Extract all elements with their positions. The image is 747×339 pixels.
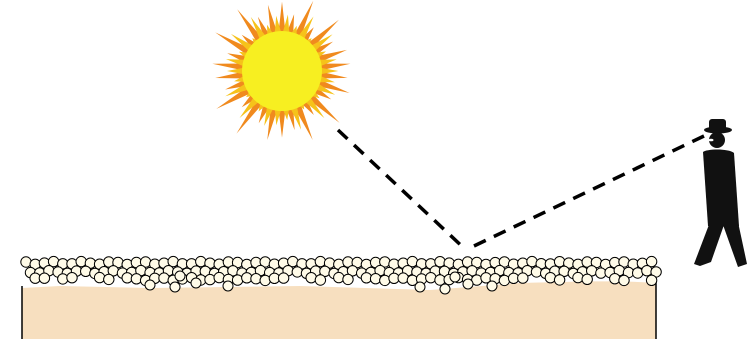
hat-crown — [709, 119, 726, 131]
reflected-ray — [474, 136, 704, 246]
particle — [159, 273, 169, 283]
particle — [334, 272, 344, 282]
particle — [21, 257, 31, 267]
particle — [619, 275, 629, 285]
right-leg — [722, 222, 747, 267]
particle — [633, 268, 643, 278]
particle — [39, 273, 49, 283]
particle — [306, 273, 316, 283]
particle — [435, 257, 445, 267]
particle — [545, 273, 555, 283]
particle — [76, 256, 86, 266]
particle — [251, 274, 261, 284]
particle — [646, 275, 656, 285]
particle — [380, 275, 390, 285]
particle — [278, 273, 288, 283]
body-torso — [703, 150, 739, 227]
particle — [554, 257, 564, 267]
particle — [81, 266, 91, 276]
particle — [223, 281, 233, 291]
particle — [573, 272, 583, 282]
sun-core — [242, 31, 322, 111]
particle — [315, 275, 325, 285]
particle — [205, 274, 215, 284]
observer-icon — [694, 119, 747, 267]
particle — [104, 274, 114, 284]
particle — [370, 274, 380, 284]
particle — [398, 273, 408, 283]
particle — [170, 282, 180, 292]
particle — [531, 267, 541, 277]
particle — [415, 282, 425, 292]
particle — [554, 275, 564, 285]
particle — [67, 273, 77, 283]
particle — [518, 273, 528, 283]
particle — [145, 280, 155, 290]
particle — [196, 256, 206, 266]
particle — [232, 275, 242, 285]
particle — [487, 281, 497, 291]
particle — [191, 278, 201, 288]
eye — [709, 139, 714, 142]
particle — [426, 273, 436, 283]
left-leg — [694, 222, 725, 266]
sun-icon — [212, 1, 350, 140]
particle — [260, 275, 270, 285]
ground-surface — [22, 281, 656, 339]
particle — [315, 256, 325, 266]
particle — [450, 272, 460, 282]
particle — [440, 284, 450, 294]
particle — [292, 267, 302, 277]
particle — [131, 274, 141, 284]
particle — [94, 272, 104, 282]
particle — [343, 274, 353, 284]
particle — [214, 272, 224, 282]
incident-ray — [338, 130, 466, 250]
particle — [610, 274, 620, 284]
particle — [175, 271, 185, 281]
particle — [463, 279, 473, 289]
particle — [499, 275, 509, 285]
particle — [582, 274, 592, 284]
